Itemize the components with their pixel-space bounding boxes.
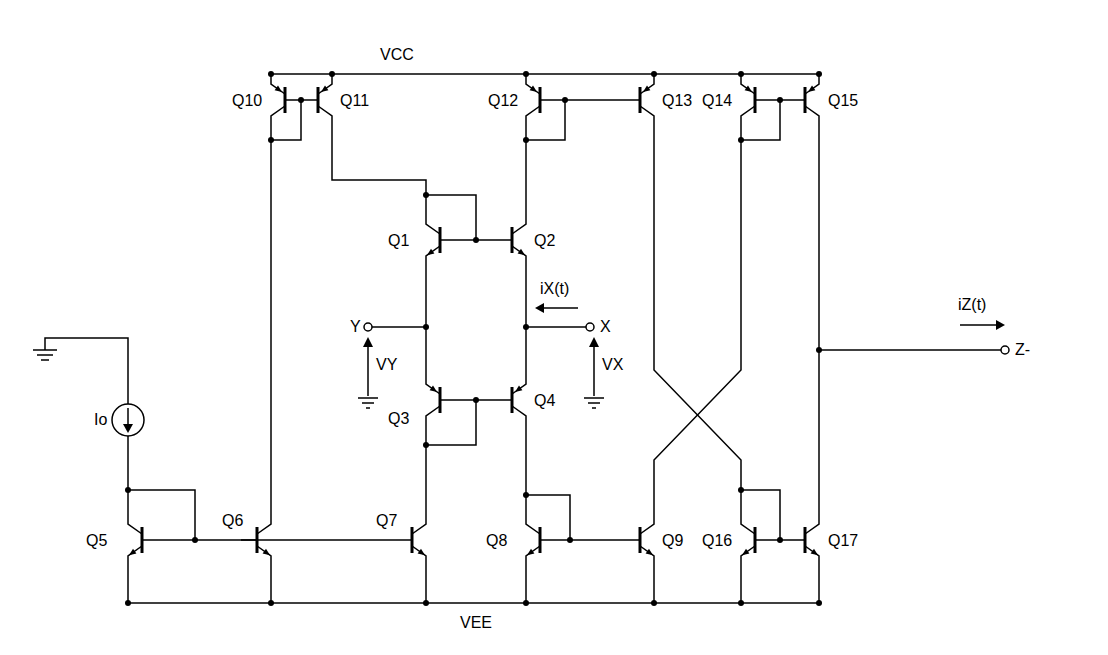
circuit-wires bbox=[45, 74, 1001, 603]
circuit-label: iX(t) bbox=[540, 280, 569, 298]
circuit-label: Q2 bbox=[534, 232, 555, 250]
circuit-label: Q16 bbox=[702, 532, 732, 550]
junction-dots bbox=[125, 71, 822, 606]
circuit-label: VX bbox=[602, 356, 623, 374]
circuit-label: Q1 bbox=[388, 232, 409, 250]
signal-arrows bbox=[363, 303, 1005, 396]
circuit-label: Q3 bbox=[388, 410, 409, 428]
circuit-label: Q13 bbox=[662, 92, 692, 110]
circuit-label: Q8 bbox=[486, 532, 507, 550]
pnp-transistors bbox=[271, 74, 819, 426]
circuit-label: Q5 bbox=[86, 532, 107, 550]
circuit-label: Q7 bbox=[376, 512, 397, 530]
ground-symbols bbox=[33, 350, 604, 408]
circuit-label: Q15 bbox=[828, 92, 858, 110]
circuit-label: X bbox=[600, 318, 611, 336]
current-source bbox=[112, 404, 144, 436]
circuit-label: Q14 bbox=[702, 92, 732, 110]
circuit-label: Q12 bbox=[488, 92, 518, 110]
circuit-label: Q17 bbox=[828, 532, 858, 550]
circuit-label: VY bbox=[376, 356, 397, 374]
circuit-label: Y bbox=[350, 318, 361, 336]
circuit-label: Z- bbox=[1015, 341, 1030, 359]
circuit-label: Q6 bbox=[222, 512, 243, 530]
circuit-label: Q9 bbox=[662, 532, 683, 550]
terminals bbox=[364, 323, 1009, 354]
circuit-label: VCC bbox=[380, 46, 414, 64]
npn-transistors bbox=[128, 214, 819, 566]
circuit-label: iZ(t) bbox=[958, 296, 986, 314]
circuit-label: Io bbox=[94, 411, 107, 429]
circuit-label: VEE bbox=[460, 614, 492, 632]
circuit-label: Q4 bbox=[534, 392, 555, 410]
circuit-label: Q10 bbox=[232, 92, 262, 110]
circuit-label: Q11 bbox=[340, 92, 369, 110]
